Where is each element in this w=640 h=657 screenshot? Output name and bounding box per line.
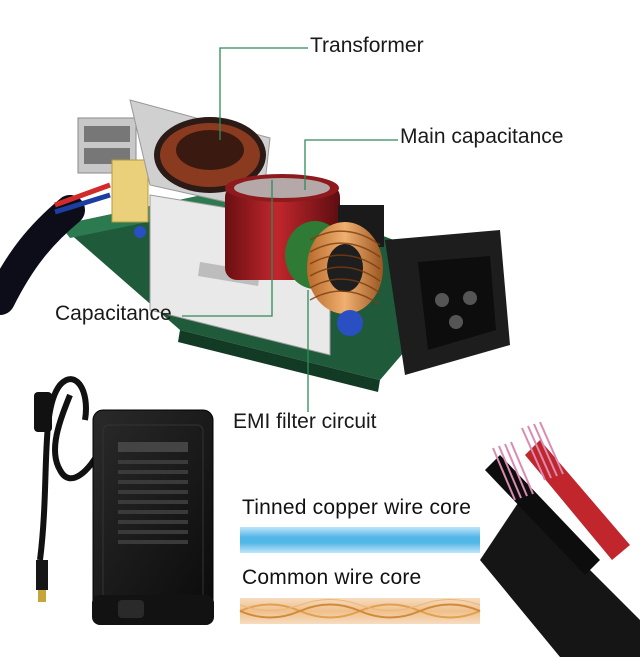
input-cable xyxy=(0,182,111,315)
main-capacitance-label: Main capacitance xyxy=(400,125,564,148)
tinned-wire-title: Tinned copper wire core xyxy=(242,496,472,519)
blue-capacitor-small xyxy=(134,226,146,238)
common-wire-strip xyxy=(239,598,481,624)
blue-capacitor xyxy=(337,310,363,336)
ac-inlet xyxy=(385,230,510,375)
transformer-label: Transformer xyxy=(310,34,424,57)
tinned-wire-strip xyxy=(240,527,480,553)
ac-adapter xyxy=(34,376,214,625)
emi-choke xyxy=(285,221,383,314)
emi-filter-label: EMI filter circuit xyxy=(233,410,377,433)
common-wire-title: Common wire core xyxy=(242,566,422,589)
cable-cross-section xyxy=(480,421,640,657)
yellow-capacitor xyxy=(111,159,149,223)
capacitance-label: Capacitance xyxy=(55,302,172,325)
callout-lines xyxy=(182,47,398,412)
